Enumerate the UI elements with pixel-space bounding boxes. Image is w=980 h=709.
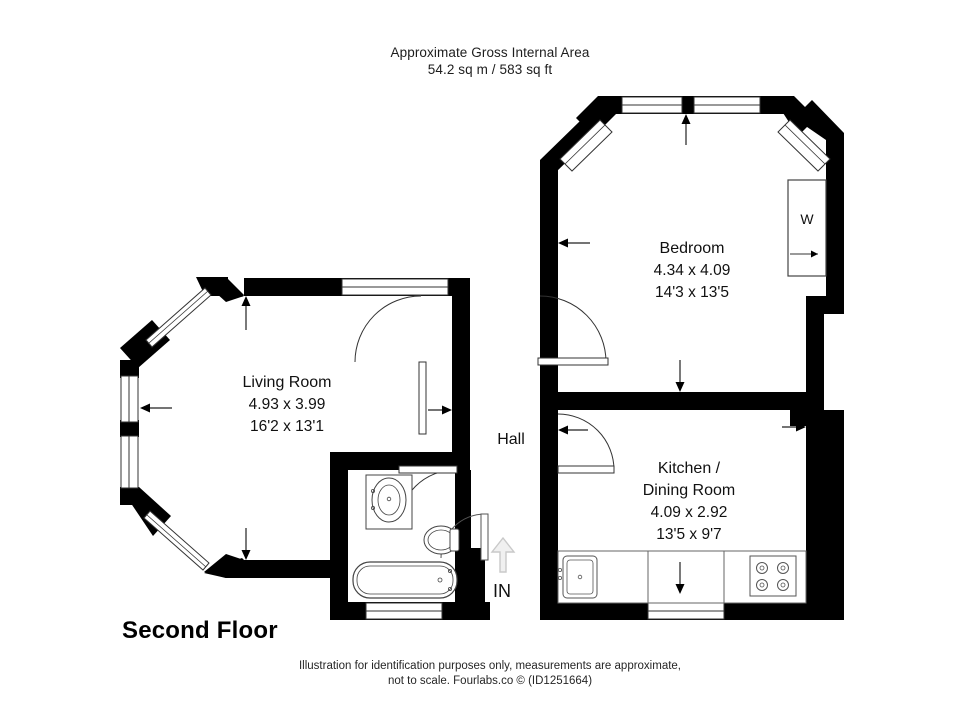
fixture-sink-bathroom <box>365 474 413 530</box>
wall-living-left-upper <box>120 360 139 378</box>
door-livingroom <box>354 295 427 435</box>
wall-kitchen-right-recess <box>806 424 844 514</box>
wall-bedroom-right <box>826 160 844 300</box>
wall-bedroom-left <box>540 160 558 278</box>
wall-living-bay-topangle <box>204 277 244 297</box>
room-label-kitchen-imperial: 13'5 x 9'7 <box>656 526 721 543</box>
room-label-bedroom-metric: 4.34 x 4.09 <box>654 262 731 279</box>
wall-living-right-upper <box>452 278 470 374</box>
wall-hall-right-upper <box>540 278 558 410</box>
window-kitchen-bottom <box>647 602 725 620</box>
room-label-livingroom-metric: 4.93 x 3.99 <box>249 396 326 413</box>
wall-bath-left <box>330 452 348 620</box>
dim-arrow-living-left <box>140 403 172 413</box>
entrance-label: IN <box>493 581 511 601</box>
door-kitchen <box>557 413 615 474</box>
wall-bedroom-right-jog <box>806 296 824 392</box>
fixture-wardrobe: W <box>787 179 827 277</box>
dim-arrow-bedroom-bottom <box>675 360 685 392</box>
dim-arrow-hall-left <box>558 425 588 435</box>
window-bedroom-bay-left <box>559 119 613 172</box>
room-label-kitchen-name: Kitchen / <box>658 460 721 477</box>
area-header-line1: Approximate Gross Internal Area <box>390 45 590 60</box>
window-living-bay-upper <box>145 287 212 348</box>
wall-living-right-lower <box>452 374 470 462</box>
room-labels-group: Bedroom 4.34 x 4.09 14'3 x 13'5 Living R… <box>243 240 736 601</box>
dim-arrow-living-right <box>428 405 452 415</box>
disclaimer-line2: not to scale. Fourlabs.co © (ID1251664) <box>387 675 593 687</box>
window-living-bay-lower <box>143 510 210 571</box>
dimension-arrows-group <box>140 114 806 594</box>
dim-arrow-kitchen-right <box>782 422 806 432</box>
wall-kitchen-topright <box>790 410 824 426</box>
area-header: Approximate Gross Internal Area 54.2 sq … <box>0 44 980 78</box>
disclaimer-footer: Illustration for identification purposes… <box>0 659 980 689</box>
dim-arrow-bedroom-top <box>681 114 691 145</box>
window-living-left-upper <box>120 375 139 423</box>
room-label-kitchen-metric: 4.09 x 2.92 <box>651 504 728 521</box>
fixture-toilet <box>423 525 460 555</box>
wall-hall-right-lower <box>540 450 558 620</box>
room-label-livingroom-name: Living Room <box>243 374 332 391</box>
fixture-hob <box>749 555 797 597</box>
window-living-top <box>341 278 449 296</box>
room-label-kitchen-name2: Dining Room <box>643 482 735 499</box>
wall-bath-right-lower <box>455 548 471 620</box>
window-bedroom-bay-top-right <box>693 96 761 114</box>
door-bedroom <box>537 295 609 366</box>
windows-group <box>120 96 831 620</box>
room-label-bedroom-imperial: 14'3 x 13'5 <box>655 284 729 301</box>
wall-bedroom-bottom <box>558 392 824 410</box>
dim-arrow-living-top <box>241 296 251 330</box>
floor-title: Second Floor <box>122 617 278 644</box>
wall-bedroom-bay-corner-r <box>772 96 816 136</box>
room-label-hall: Hall <box>497 431 525 448</box>
fixture-sink-kitchen <box>558 555 598 599</box>
wall-living-left-mid <box>120 420 139 437</box>
wall-bath-right <box>455 470 471 548</box>
fixture-bathtub <box>352 561 458 599</box>
area-header-line2: 54.2 sq m / 583 sq ft <box>427 62 553 77</box>
window-bathroom-bottom <box>365 602 443 620</box>
room-label-livingroom-imperial: 16'2 x 13'1 <box>250 418 324 435</box>
dim-arrow-bedroom-left <box>558 238 590 248</box>
window-living-left-lower <box>120 435 139 489</box>
disclaimer-line1: Illustration for identification purposes… <box>298 660 682 672</box>
dim-arrow-living-bottom <box>241 528 251 560</box>
entrance-arrow-icon <box>490 536 516 573</box>
wall-livingroom-bottom <box>226 560 330 578</box>
window-bedroom-bay-top-left <box>621 96 683 114</box>
wall-kitchen-top <box>558 392 598 410</box>
wardrobe-label: W <box>800 211 814 227</box>
wall-hall-entry-right <box>471 548 485 620</box>
window-bedroom-bay-right <box>777 119 831 172</box>
room-label-bedroom-name: Bedroom <box>660 240 725 257</box>
dim-arrow-kitchen-bottom <box>675 562 685 594</box>
wall-hall-kitchen-divider <box>540 410 558 452</box>
wall-bedroom-bay-rightangle <box>794 100 844 176</box>
wall-bedroom-bay-leftangle <box>540 121 594 178</box>
